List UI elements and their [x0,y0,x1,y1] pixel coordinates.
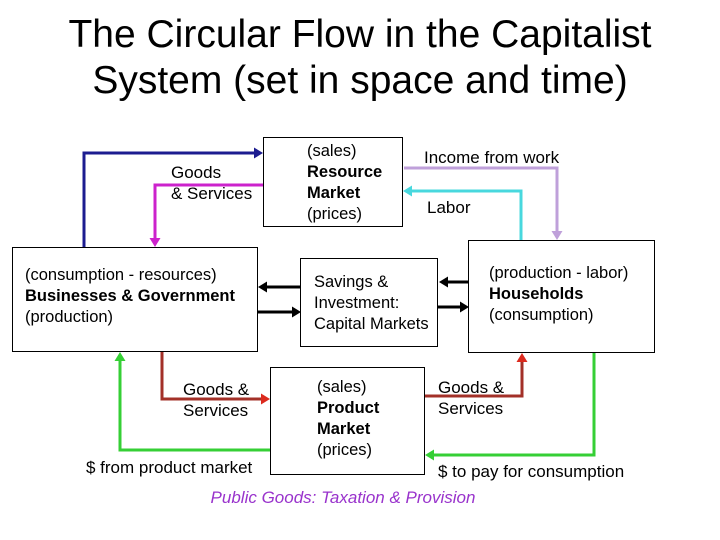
labor-to-resource-market-arrow-head [403,185,412,197]
public-goods-label: Public Goods: Taxation & Provision [210,488,476,507]
households-line: (production - labor) [489,264,629,282]
product-market-to-businesses-arrow-head [114,352,126,361]
businesses-to-product-market-arrow-head [261,393,270,405]
resource-market-line: Market [307,184,361,202]
slide-title-line1: The Circular Flow in the Capitalist [68,13,652,56]
dollars-to-pay-label: $ to pay for consumption [438,462,625,481]
goods-services-to-resource-market-arrow-head [254,147,263,159]
resource-market-line: Resource [307,163,383,181]
households-line: (consumption) [489,306,594,324]
product-market-line: (prices) [317,441,373,459]
businesses-government-line: (consumption - resources) [25,266,217,284]
income-from-work-label: Income from work [424,148,560,167]
product-market-line: Market [317,420,371,438]
goods-services-bottom-left-line2: Services [183,401,249,420]
households-to-savings-arrow-head [439,276,448,288]
goods-services-bottom-right-line2: Services [438,399,504,418]
goods-services-bottom-right-label: Goods & Services [438,377,504,419]
capital-markets-line: Investment: [314,294,400,312]
resource-market-line: (prices) [307,205,363,223]
income-from-work-to-households-arrow-head [551,231,563,240]
capital-markets-line: Capital Markets [314,315,429,333]
goods-services-bottom-left-label: Goods & Services [183,379,249,421]
resource-market-to-businesses-arrow-head [149,238,161,247]
goods-services-bottom-left-line1: Goods & [183,380,250,399]
resource-market-box: (sales) Resource Market (prices) [263,137,403,227]
capital-markets-line: Savings & [314,273,389,291]
savings-to-businesses-arrow-head [258,281,267,293]
product-market-box: (sales) Product Market (prices) [270,367,425,475]
households-line: Households [489,285,584,303]
goods-services-top-label: Goods & Services [171,162,252,204]
product-market-line: (sales) [317,378,367,396]
capital-markets-box: Savings & Investment: Capital Markets [300,258,438,347]
resource-market-line: (sales) [307,142,357,160]
labor-label: Labor [427,198,471,217]
goods-services-top-line2: & Services [171,184,253,203]
product-market-line: Product [317,399,380,417]
businesses-government-line: Businesses & Government [25,287,235,305]
businesses-government-box: (consumption - resources) Businesses & G… [12,247,258,352]
goods-services-top-line1: Goods [171,163,222,182]
households-to-product-market-arrow-head [425,449,434,461]
businesses-government-line: (production) [25,308,114,326]
goods-services-bottom-right-line1: Goods & [438,378,505,397]
households-box: (production - labor) Households (consump… [468,240,655,353]
product-market-to-households-arrow-head [516,353,528,362]
slide-title-line2: System (set in space and time) [92,59,628,102]
slide-title: The Circular Flow in the Capitalist Syst… [0,12,720,104]
dollars-from-product-market-label: $ from product market [86,458,253,477]
